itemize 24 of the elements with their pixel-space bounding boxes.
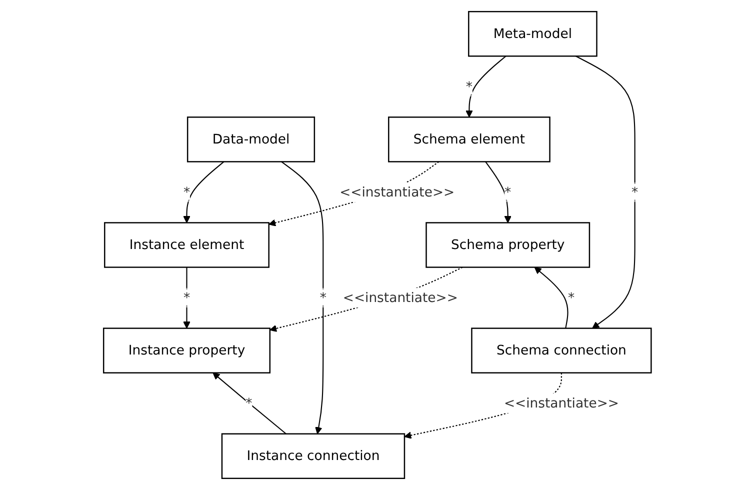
- edge-label: *: [246, 394, 252, 410]
- edge-label: *: [184, 183, 190, 200]
- edge-label: <<instantiate>>: [340, 183, 455, 200]
- edge-label: <<instantiate>>: [504, 394, 620, 410]
- node-box: Instance property: [103, 327, 271, 373]
- arrow: [534, 266, 568, 328]
- node-box: Meta-model: [468, 10, 598, 56]
- arrow: [281, 160, 324, 434]
- arrow: [270, 266, 463, 332]
- arrow: [212, 372, 287, 434]
- arrow: [576, 55, 636, 328]
- node-box: Data-model: [187, 116, 316, 162]
- node-box: Instance element: [104, 222, 270, 268]
- node-box: Schema property: [426, 222, 590, 268]
- edge-label: *: [466, 78, 473, 94]
- edge-label: *: [320, 289, 327, 305]
- edge-label: *: [568, 289, 575, 305]
- node-box: Instance connection: [221, 432, 406, 478]
- edge-label: *: [632, 183, 638, 200]
- node-box: Schema element: [388, 116, 551, 162]
- edge-label: *: [504, 183, 512, 200]
- edge-label: <<instantiate>>: [343, 289, 458, 305]
- edge-label: *: [184, 289, 190, 305]
- node-box: Schema connection: [471, 327, 652, 373]
